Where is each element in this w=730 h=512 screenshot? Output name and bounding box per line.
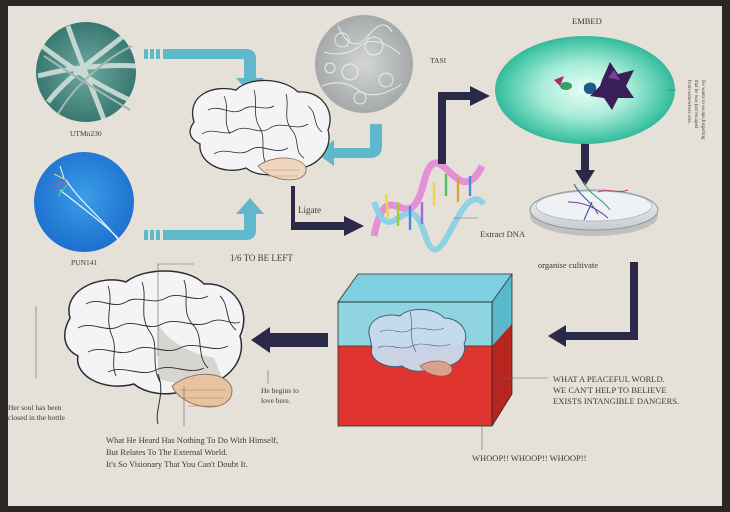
pun-wire-circle xyxy=(34,152,134,252)
label-begins: He begins to love here. xyxy=(261,386,299,405)
leader-lines xyxy=(35,89,676,450)
label-side-note: He wants to escape,forgetting that he wa… xyxy=(686,80,705,140)
label-embed: EMBED xyxy=(572,16,602,26)
navy-arrow-left-return xyxy=(548,262,638,347)
lace-circle xyxy=(315,15,413,113)
brain-large xyxy=(64,270,245,425)
poster: UTMn230 PUN141 TASI EMBED Ligate Extract… xyxy=(8,6,722,506)
label-soul: Her soul has been closed in the bottle xyxy=(8,403,65,422)
petri-dish xyxy=(529,181,659,236)
label-tasi: TASI xyxy=(430,56,447,65)
label-organise-cultivate: organise cultivate xyxy=(538,260,599,270)
dna-helix xyxy=(370,159,487,253)
utm-fabric-circle xyxy=(36,22,137,122)
artwork xyxy=(34,15,676,450)
embed-egg xyxy=(495,36,675,144)
cube xyxy=(337,273,513,427)
label-whoop: WHOOP!! WHOOP!! WHOOP!! xyxy=(472,453,587,463)
navy-arrow-up-right xyxy=(438,86,490,164)
label-heard: What He Heard Has Nothing To Do With Him… xyxy=(106,435,279,469)
label-peaceful: WHAT A PEACEFUL WORLD. WE CAN'T HELP TO … xyxy=(553,374,680,406)
label-one-sixth: 1/6 TO BE LEFT xyxy=(230,253,293,263)
brain-top xyxy=(189,79,331,181)
label-extract-dna: Extract DNA xyxy=(480,229,526,239)
label-utm: UTMn230 xyxy=(70,129,102,138)
cyan-arrow-bottom xyxy=(144,198,264,240)
label-ligate: Ligate xyxy=(298,205,321,215)
navy-arrow-ligate xyxy=(291,186,364,236)
navy-arrow-left xyxy=(251,327,328,353)
label-pun: PUN141 xyxy=(71,258,98,267)
navy-arrow-down xyxy=(575,142,595,186)
cyan-arrow-right xyxy=(316,124,382,166)
